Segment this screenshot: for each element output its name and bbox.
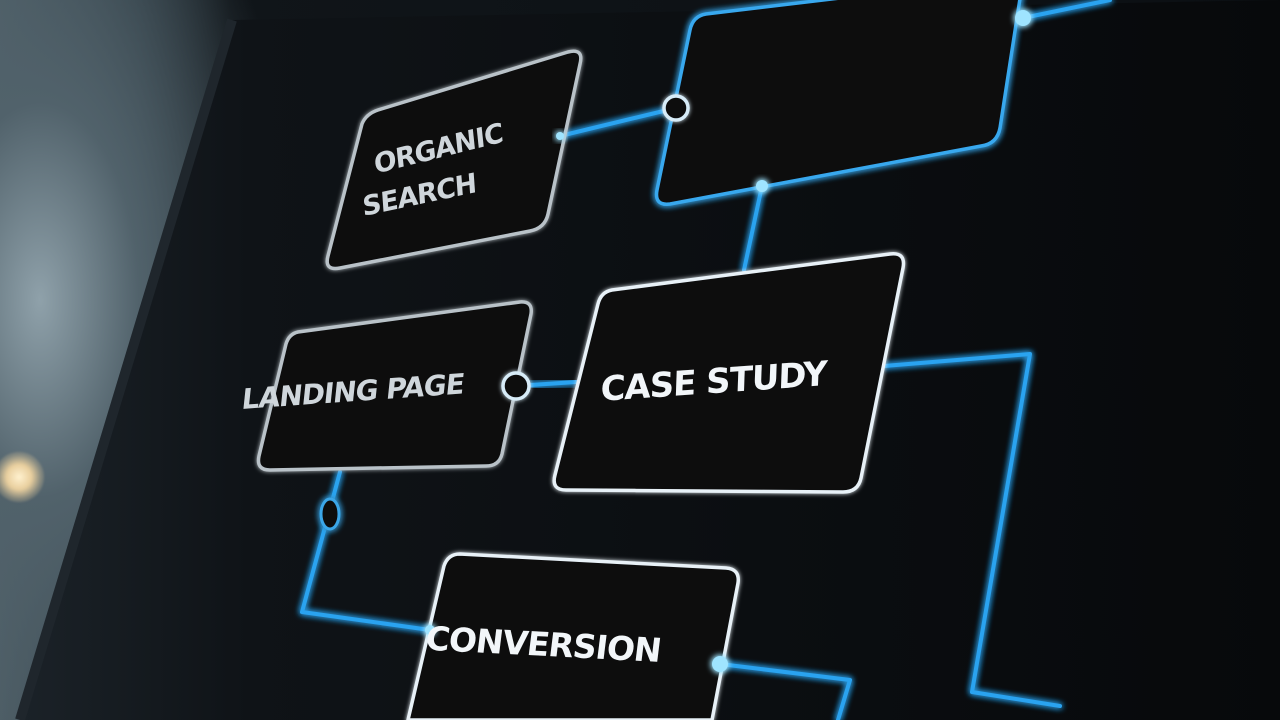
- connector-top-right: [1021, 0, 1112, 20]
- port-dot-conversion-left: [425, 625, 435, 635]
- port-dot-organic: [556, 132, 564, 140]
- connector-organic-to-top: [558, 106, 678, 138]
- port-ring-landing: [501, 371, 531, 401]
- bokeh-light: [0, 452, 44, 502]
- port-dot-top-right: [1015, 10, 1031, 26]
- node-case-study[interactable]: [552, 252, 906, 494]
- connector-top-to-casestudy: [742, 184, 764, 272]
- node-organic-search[interactable]: [325, 49, 583, 271]
- connector-casestudy-right: [882, 352, 1062, 708]
- port-dot-conversion-right: [712, 656, 728, 672]
- connection-ports: [319, 10, 1031, 672]
- node-conversion[interactable]: [406, 552, 740, 720]
- node-landing-page[interactable]: [256, 300, 534, 472]
- monitor-bezel: [15, 18, 237, 720]
- port-ring-top: [662, 94, 690, 122]
- port-ring-left: [319, 497, 341, 531]
- port-dot-top: [756, 180, 768, 192]
- connector-conversion-right: [718, 662, 852, 720]
- node-top-right[interactable]: [654, 0, 1022, 206]
